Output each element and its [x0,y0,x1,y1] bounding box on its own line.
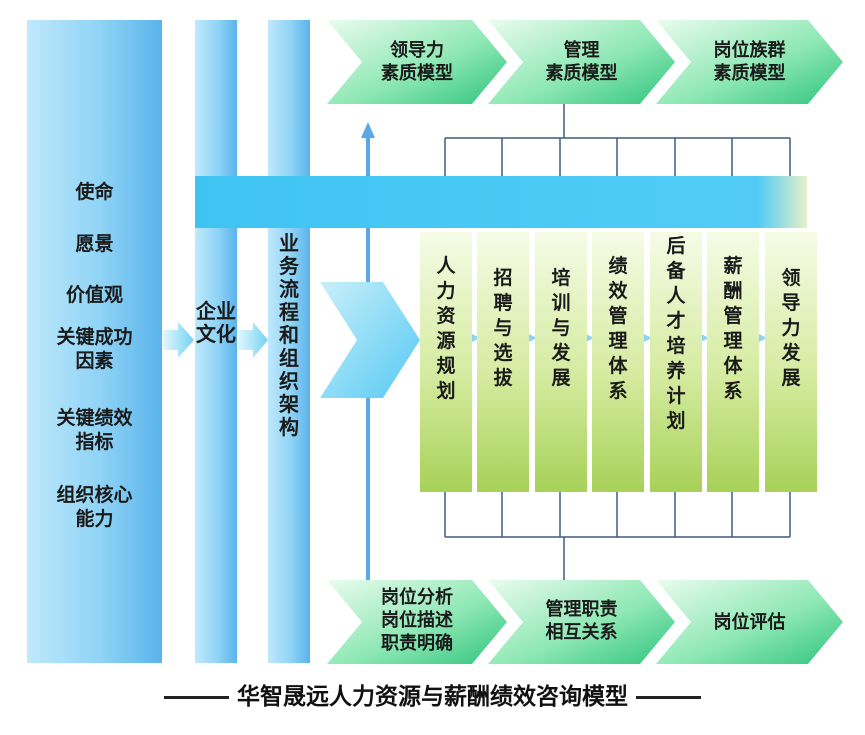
footer-title: 华智晟远人力资源与薪酬绩效咨询模型 [237,684,628,710]
left-item-vision: 愿景 [75,233,114,255]
top-chevron-label-2: 管理 素质模型 [545,40,618,84]
module-performance: 绩 效 管 理 体 系 [592,232,644,492]
culture-column: 企业 文化 [195,20,237,663]
strategy-panel: 使命 愿景 价值观 关键成功 因素 关键绩效 指标 组织核心 能力 [27,20,162,663]
chevron-top-2 [488,20,675,104]
culture-label: 企业 文化 [196,299,236,346]
horizontal-bar [195,176,807,228]
left-item-kpi: 关键绩效 指标 [56,407,133,453]
module-hr-planning: 人 力 资 源 规 划 [420,232,472,492]
module-compensation: 薪 酬 管 理 体 系 [707,232,759,492]
footer-caption: 华智晟远人力资源与薪酬绩效咨询模型 [0,680,865,714]
module-leadership: 领 导 力 发 展 [765,232,817,492]
small-arrow-left [163,322,194,358]
footer-dash-right [636,696,701,699]
footer-dash-left [164,696,229,699]
module-label: 招 聘 与 选 拔 [493,267,513,389]
bottom-chevron-label-1: 岗位分析 岗位描述 职责明确 [381,587,453,654]
module-label: 后 备 人 才 培 养 计 划 [666,235,686,432]
module-training: 培 训 与 发 展 [535,232,587,492]
up-arrow-head [361,122,375,138]
left-item-success-factors: 关键成功 因素 [56,326,133,372]
bottom-chevron-label-2: 管理职责 相互关系 [545,599,618,643]
module-recruitment: 招 聘 与 选 拔 [477,232,529,492]
left-item-values: 价值观 [65,284,123,306]
module-label: 培 训 与 发 展 [551,267,571,389]
big-arrow [320,282,420,398]
left-item-mission: 使命 [75,181,114,203]
module-label: 薪 酬 管 理 体 系 [723,255,743,402]
left-item-core-capability: 组织核心 能力 [56,484,133,530]
top-connectors [444,104,791,176]
bottom-chevron-label-3: 岗位评估 [713,612,786,633]
chevron-bottom-2 [488,580,675,664]
module-arrows [472,334,767,342]
module-label: 人 力 资 源 规 划 [436,255,456,402]
process-label: 业 务 流 程 和 组 织 架 构 [279,231,299,439]
chevron-bottom-3 [656,580,843,664]
bottom-connectors [444,492,791,580]
module-label: 领 导 力 发 展 [781,267,801,389]
top-chevron-label-1: 领导力 素质模型 [381,40,453,84]
chevron-bottom-1 [327,580,507,664]
module-label: 绩 效 管 理 体 系 [608,255,628,402]
chevron-top-3 [656,20,843,104]
module-succession: 后 备 人 才 培 养 计 划 [650,232,702,492]
top-chevron-label-3: 岗位族群 素质模型 [713,40,786,84]
chevron-top-1 [327,20,507,104]
process-column: 业 务 流 程 和 组 织 架 构 [268,20,310,663]
small-arrow-right [238,322,268,358]
